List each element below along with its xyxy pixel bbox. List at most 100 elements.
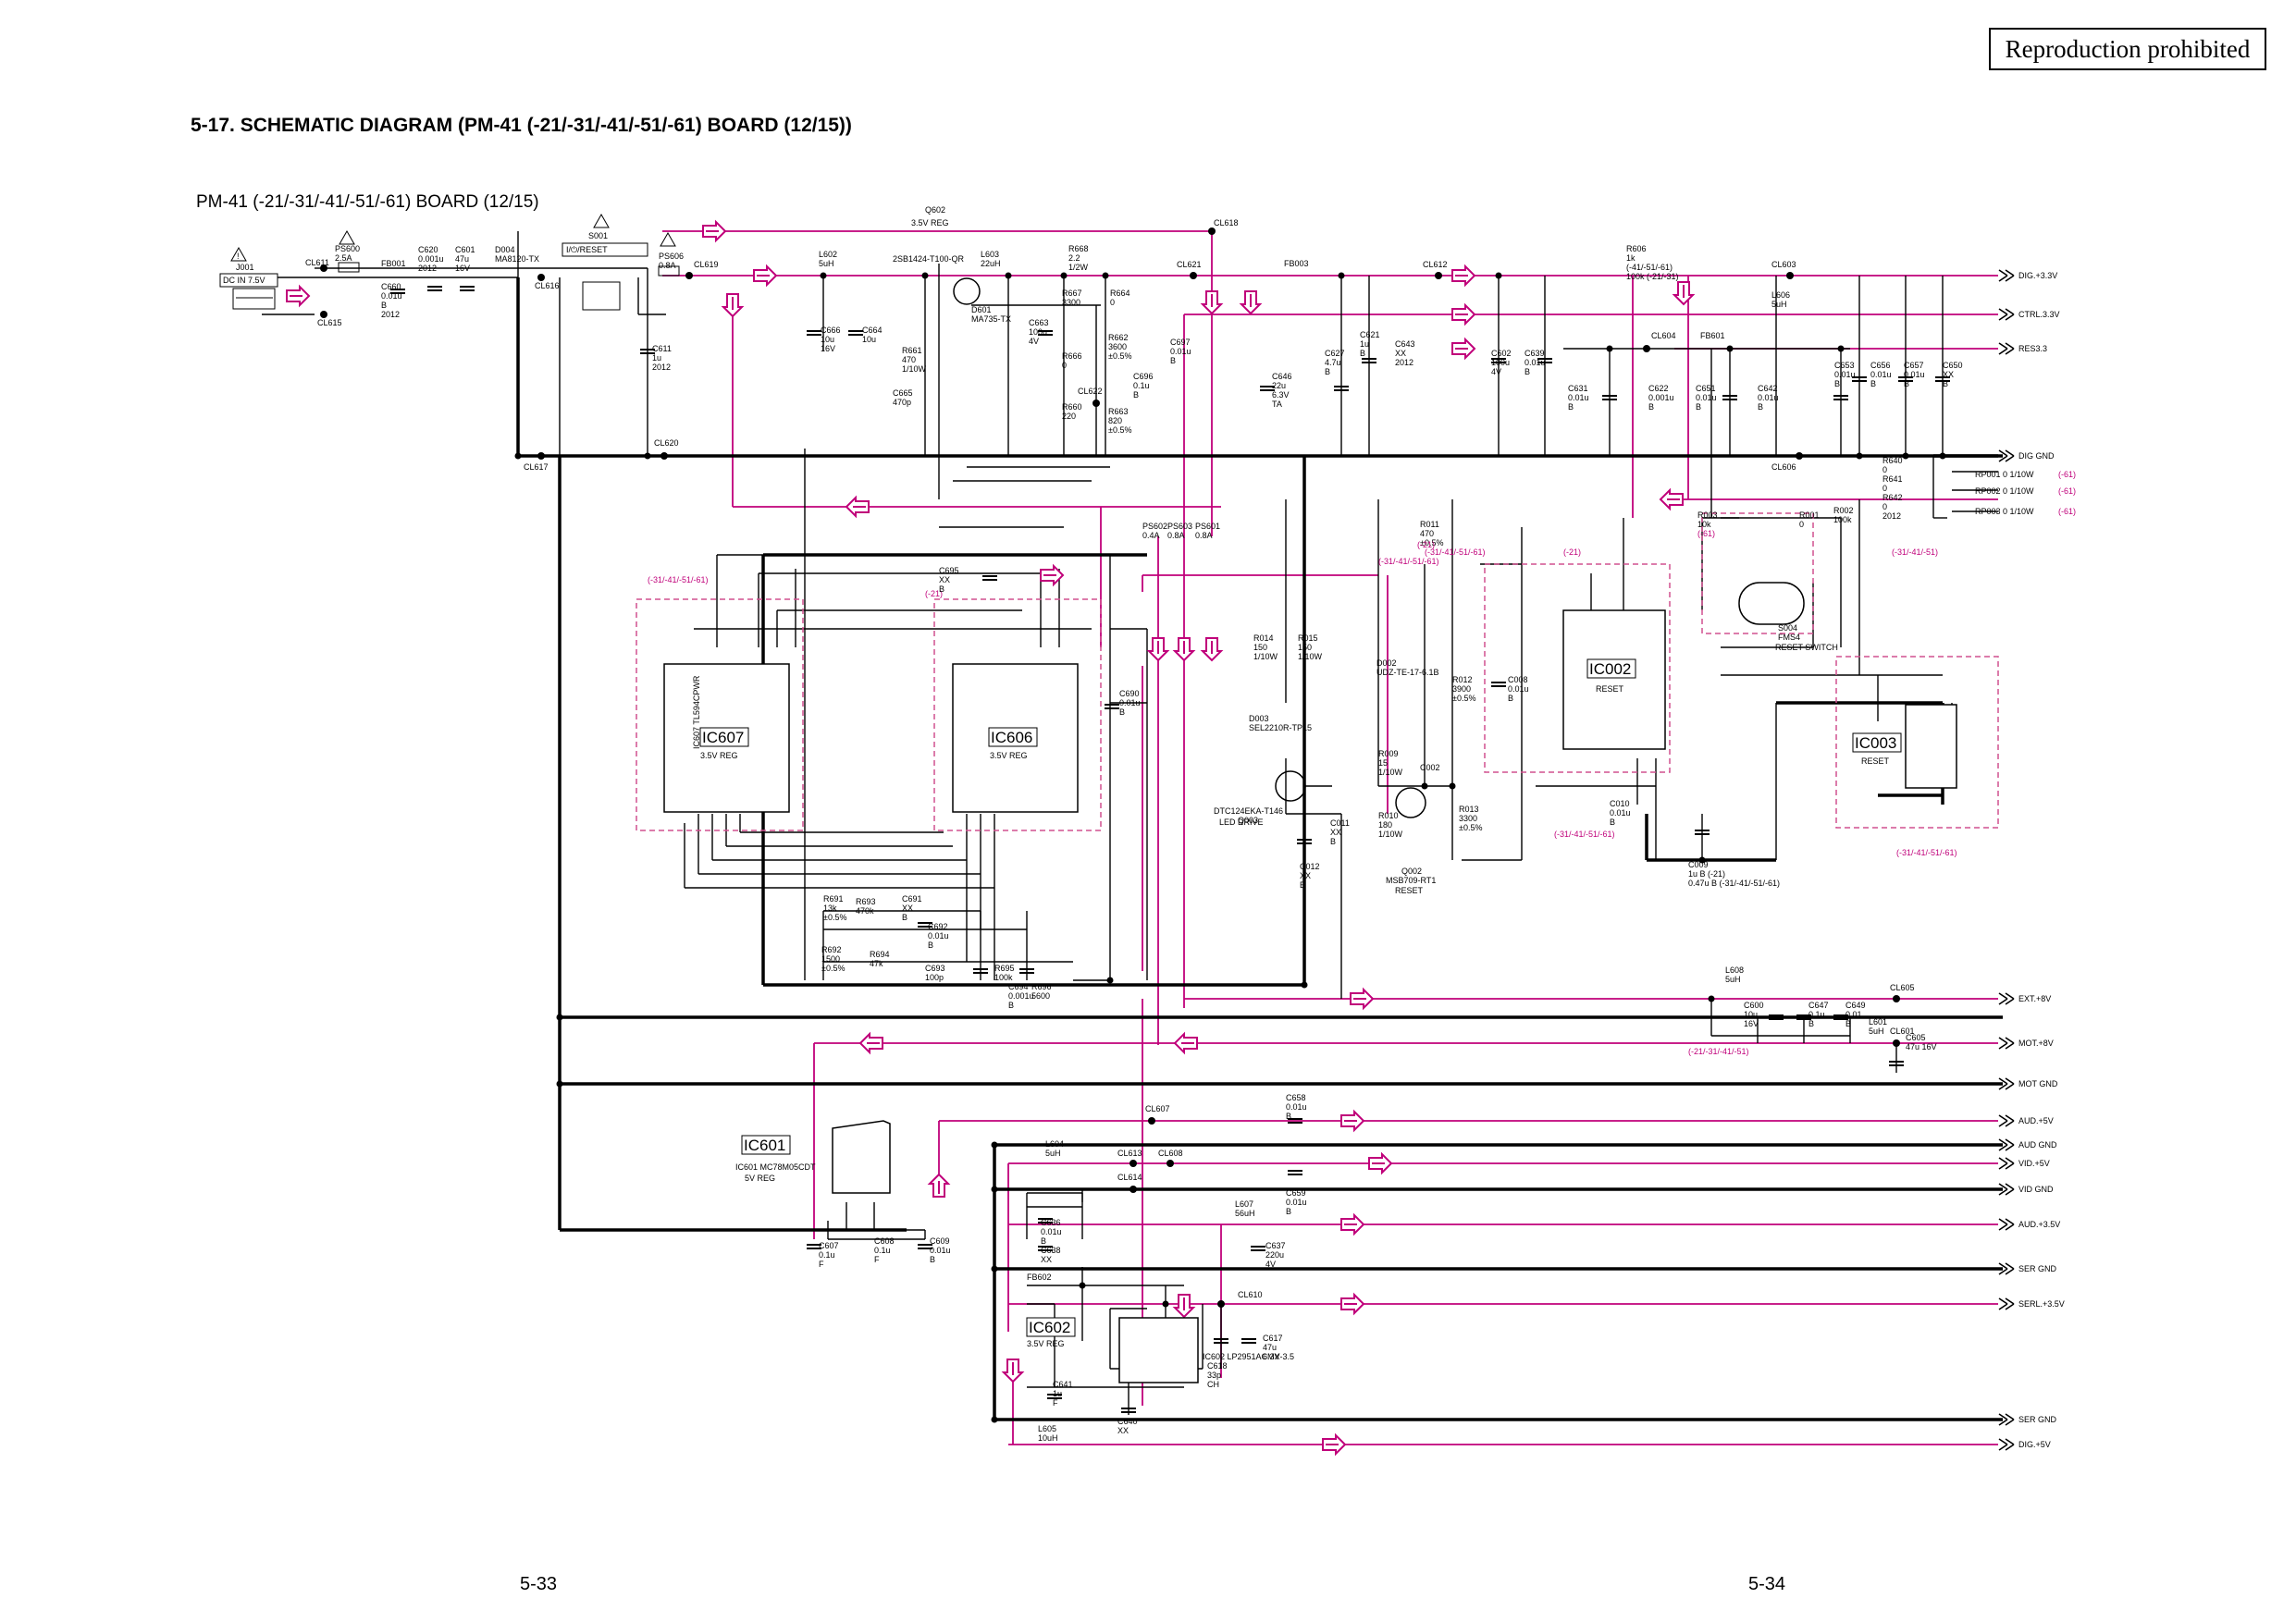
svg-text:RESET SWITCH: RESET SWITCH (1775, 643, 1838, 652)
connector-ends (1998, 269, 2015, 1451)
svg-text:FMS4: FMS4 (1778, 633, 1800, 642)
connector-aud-gnd: AUD GND (2018, 1140, 2057, 1150)
svg-text:CL603: CL603 (1771, 260, 1796, 269)
svg-text:IC002: IC002 (1589, 660, 1631, 678)
ground-rails (516, 277, 2003, 1421)
svg-text:CL605: CL605 (1890, 983, 1915, 992)
svg-text:(-21): (-21) (1417, 540, 1435, 549)
svg-text:(-61): (-61) (2058, 470, 2076, 479)
svg-text:J001: J001 (236, 263, 254, 272)
svg-text:RESET: RESET (1395, 886, 1424, 895)
black-wires (262, 231, 2003, 1415)
svg-text:(-61): (-61) (2058, 486, 2076, 496)
svg-text:(-21): (-21) (925, 589, 943, 598)
svg-text:CL601: CL601 (1890, 1027, 1915, 1036)
svg-text:CL622: CL622 (1078, 387, 1103, 396)
svg-text:FB601: FB601 (1700, 331, 1725, 340)
svg-text:(-31/-41/-51): (-31/-41/-51) (1892, 547, 1938, 557)
svg-text:CL616: CL616 (535, 281, 560, 290)
svg-text:CL621: CL621 (1177, 260, 1202, 269)
svg-text:(-31/-41/-51/-61): (-31/-41/-51/-61) (1896, 848, 1957, 857)
connector-vid-5v: VID.+5V (2018, 1159, 2050, 1168)
svg-text:CL607: CL607 (1145, 1104, 1170, 1113)
svg-text:FB602: FB602 (1027, 1273, 1052, 1282)
svg-text:Q602: Q602 (925, 205, 945, 215)
ic002: IC002 RESET (-21) (-31/-41/-51/-61) (1378, 547, 1671, 773)
svg-text:IC607: IC607 (702, 729, 744, 746)
svg-text:CL606: CL606 (1771, 462, 1796, 472)
svg-text:(-31/-41/-51/-61): (-31/-41/-51/-61) (648, 575, 709, 584)
rp-labels: RP001 0 1/10W RP002 0 1/10W RP003 0 1/10… (1975, 470, 2076, 516)
svg-text:CL614: CL614 (1117, 1173, 1142, 1182)
ic606: IC606 3.5V REG (-21) (925, 589, 1102, 831)
connector-aud-5v: AUD.+5V (2018, 1116, 2054, 1125)
svg-text:S004: S004 (1778, 623, 1797, 633)
svg-text:Q003: Q003 (1238, 816, 1258, 825)
connector-res3v3: RES3.3 (2018, 344, 2047, 353)
transistors: Q602 3.5V REG 2SB1424-T100-QR Q003 DTC12… (893, 205, 1838, 895)
connector-dig-gnd: DIG GND (2018, 451, 2055, 461)
svg-text:CL619: CL619 (694, 260, 719, 269)
svg-text:(-31/-41/-51/-61): (-31/-41/-51/-61) (1378, 557, 1439, 566)
svg-text:RP003 0 1/10W: RP003 0 1/10W (1975, 507, 2034, 516)
page-number-right: 5-34 (1748, 1574, 1786, 1594)
svg-text:RP001 0 1/10W: RP001 0 1/10W (1975, 470, 2034, 479)
connector-dig-3v3: DIG.+3.3V (2018, 271, 2057, 280)
svg-text:CL608: CL608 (1158, 1149, 1183, 1158)
ic601: IC601 IC601 MC78M05CDT 5V REG (735, 1120, 891, 1194)
svg-text:IC602: IC602 (1029, 1319, 1070, 1336)
connector-mot-gnd: MOT GND (2018, 1079, 2058, 1088)
board-title: PM-41 (-21/-31/-41/-51/-61) BOARD (12/15… (196, 192, 539, 212)
svg-text:RESET: RESET (1861, 756, 1890, 766)
svg-text:S001: S001 (588, 231, 608, 240)
ic003: IC003 RESET (-31/-41/-51/-61) (1835, 656, 1999, 857)
svg-text:3.5V REG: 3.5V REG (911, 218, 949, 227)
svg-text:IC003: IC003 (1855, 734, 1896, 752)
connector-mot-8v: MOT.+8V (2018, 1039, 2054, 1048)
